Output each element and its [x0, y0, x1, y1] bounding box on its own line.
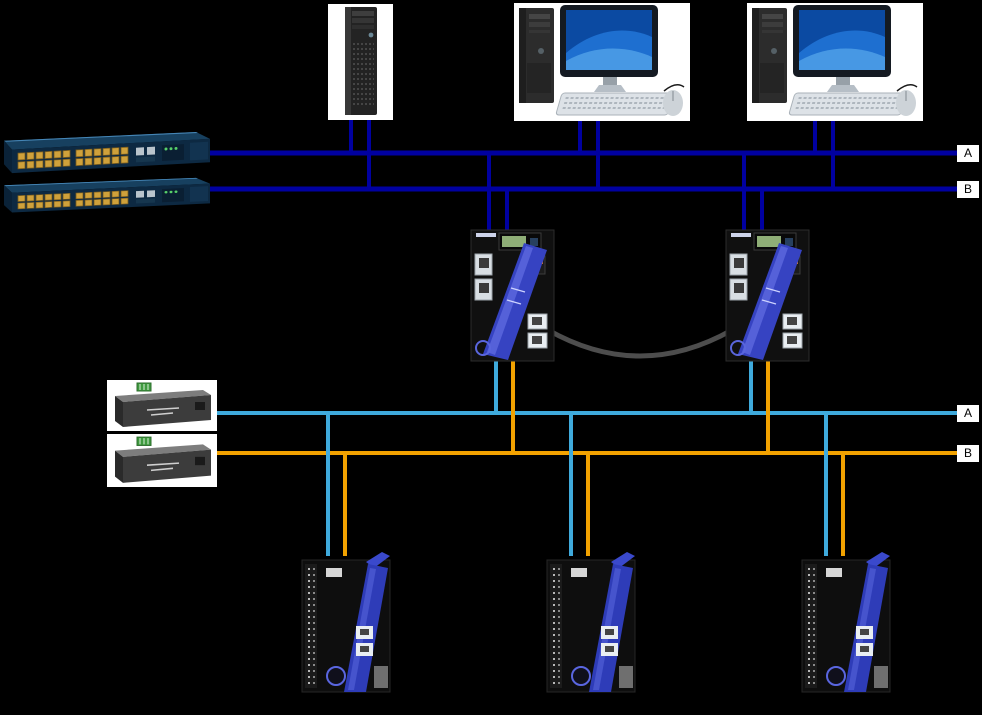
ethernet-switch-a — [2, 131, 216, 176]
media-converter-2 — [107, 434, 217, 487]
workstation-2 — [747, 3, 923, 121]
remote-io-2 — [545, 548, 638, 696]
remote-io-3 — [800, 548, 893, 696]
media-converter-1 — [107, 380, 217, 431]
gateway-image — [470, 229, 555, 362]
server-tower — [328, 4, 393, 120]
media-converter-image — [115, 382, 211, 427]
media-converter-image — [115, 436, 211, 483]
bus-b-top-label: B — [957, 181, 979, 198]
remote-io-1 — [300, 548, 393, 696]
bus-a-top-label: A — [957, 145, 979, 162]
bus-b-bottom-label: B — [957, 445, 979, 462]
workstation-1 — [514, 3, 690, 121]
bus-a-bottom-label: A — [957, 405, 979, 422]
workstation-image — [519, 5, 685, 116]
remote-io-image — [801, 552, 891, 693]
remote-io-image — [301, 552, 391, 693]
gateway-1 — [468, 226, 558, 364]
ethernet-switch-b — [2, 177, 216, 215]
gateway-2 — [723, 226, 813, 364]
server-tower-image — [345, 7, 377, 115]
gateway-image — [725, 229, 810, 362]
ethernet-switch-image — [4, 177, 210, 213]
ethernet-switch-image — [4, 131, 210, 174]
remote-io-image — [546, 552, 636, 693]
bottom-edge-strip — [0, 715, 982, 718]
crossover-cable — [545, 327, 735, 359]
workstation-image — [752, 5, 918, 116]
